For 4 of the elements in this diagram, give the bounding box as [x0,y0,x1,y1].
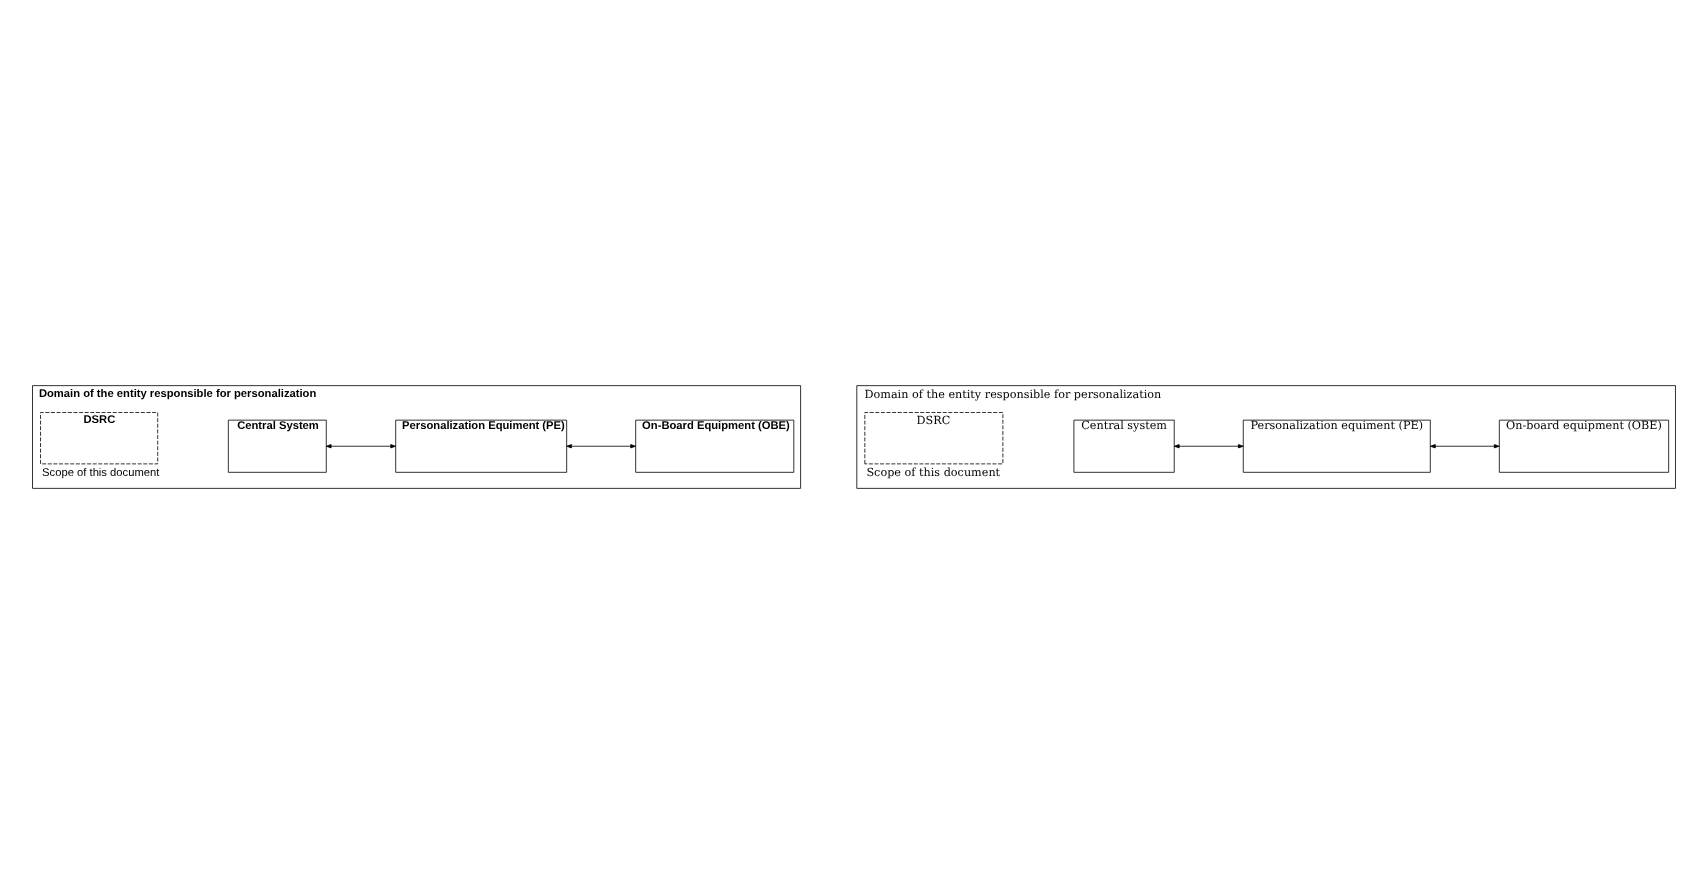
arrow [1430,443,1500,448]
arrow [1173,443,1244,448]
arrow [325,443,396,448]
arrow [566,443,636,448]
